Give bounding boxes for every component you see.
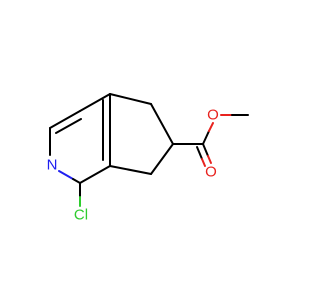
bond-c5-c6 — [150, 103, 174, 145]
bond-carbonyl-o-double-a — [202, 143, 209, 157]
bond-c6-c7 — [150, 143, 174, 175]
bond-c1-c7a — [79, 165, 111, 184]
bond-c4a-c5 — [109, 93, 152, 105]
bond-carbonyl-o-double-b-red — [201, 158, 206, 167]
atom-labels: N Cl O O — [47, 107, 219, 224]
molecule-structure: N Cl O O — [47, 93, 249, 224]
bond-carbonyl-o-double-b — [196, 146, 203, 160]
bond-c4-c4a — [79, 93, 111, 112]
bond-carbonyl-o-double-a-red — [207, 155, 212, 164]
ester-oxygen-label: O — [207, 107, 219, 124]
bond-c4-c3 — [49, 110, 81, 129]
nitrogen-label: N — [47, 157, 58, 174]
bonds — [49, 93, 249, 207]
carbonyl-oxygen-label: O — [205, 164, 217, 181]
bond-carbonyl-ester-o-red — [208, 122, 214, 132]
chlorine-label: Cl — [74, 207, 88, 224]
bond-c4-c3-inner — [55, 118, 82, 134]
bond-n-c1-dark — [72, 178, 81, 184]
bond-carbonyl-ester-o — [202, 130, 210, 145]
bond-c7-c7a — [109, 165, 152, 175]
bond-n-c1 — [58, 170, 74, 180]
